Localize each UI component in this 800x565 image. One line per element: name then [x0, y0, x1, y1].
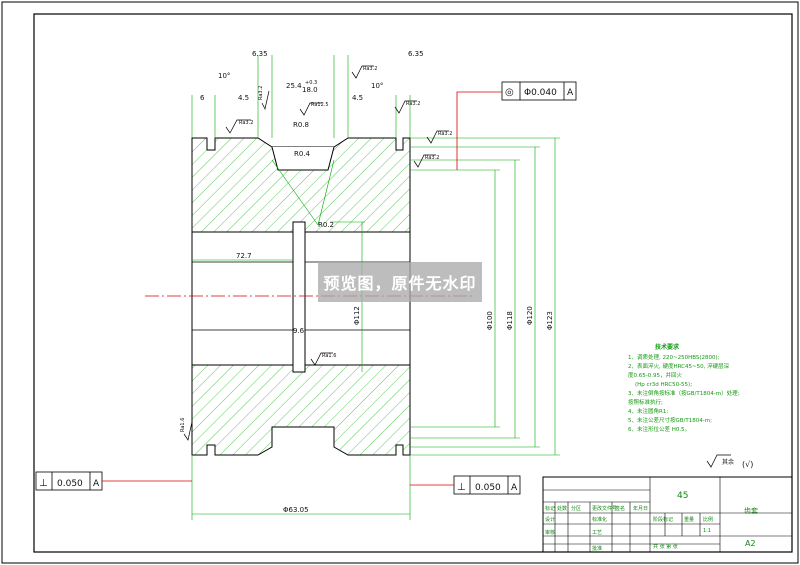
title-block [542, 476, 793, 553]
concentricity-frame: ◎ Φ0.040 A [501, 81, 577, 101]
central-web [292, 221, 306, 373]
tb-row2: 阶段标记 [653, 516, 673, 523]
tech-note-line: (Hp cr3d HRC50-55); [635, 382, 692, 388]
roughness-2: Ra3.2 [258, 86, 264, 100]
roughness-5: Ra3.2 [406, 101, 420, 107]
tb-material: 45 [677, 491, 688, 501]
perp-frame-left: ⊥ 0.050 A [35, 471, 103, 491]
tb-row2: 重量 [684, 516, 694, 523]
dim-slot-width-left: 6.35 [252, 50, 268, 58]
tb-header: 处数 [557, 505, 567, 512]
tb-size: A2 [745, 539, 756, 548]
dim-angle-right: 10° [371, 82, 383, 90]
tech-note-line: 4、未注圆角R1; [628, 407, 668, 415]
tech-note-line: 3、未注倒角按标准（按GB/T1804-m）处理; [628, 389, 740, 397]
tb-sheet: 共 张 第 张 [653, 543, 678, 550]
dim-dia-100: Φ100 [486, 311, 494, 330]
tech-note-line: 5、未注公差尺寸按GB/T1804-m; [628, 416, 712, 424]
diameter-dims [191, 137, 560, 520]
dim-4-5-right: 4.5 [352, 94, 363, 102]
tech-note-line: 度0.65-0.95，并回火 [628, 371, 682, 379]
perp-right-value: 0.050 [475, 483, 501, 493]
dim-overall-width: Φ63.05 [283, 506, 309, 514]
roughness-1: Ra3.2 [239, 120, 253, 126]
concentricity-symbol: ◎ [505, 87, 514, 98]
tech-notes-title: 技术要求 [655, 343, 680, 351]
tb-header: 分区 [571, 505, 581, 512]
tech-notes: 技术要求 1、调质处理, 220~250HBS(2800); 2、表面淬火, 硬… [628, 343, 740, 433]
tech-note-line: 2、表面淬火, 硬度HRC45~50, 淬硬层深 [628, 362, 730, 370]
surface-symbol-other: 其余 [722, 458, 734, 466]
perp-left-datum: A [93, 479, 100, 489]
tb-row3: 审核 [545, 529, 555, 536]
dim-9-6: 9.6 [293, 327, 305, 335]
bottom-section [191, 364, 411, 456]
preview-watermark: 预览图，原件无水印 [318, 262, 482, 302]
tb-scale: 1:1 [703, 528, 711, 534]
tb-header: 标记 [545, 505, 555, 512]
tb-row3: 批准 [592, 545, 602, 552]
tb-row2: 比例 [703, 516, 713, 523]
dim-groove-depth: 18.0 [302, 86, 318, 94]
perp-frame-right: ⊥ 0.050 A [453, 475, 521, 495]
dim-dia-118: Φ118 [506, 311, 514, 330]
perp-right-symbol: ⊥ [457, 482, 466, 493]
concentricity-datum: A [567, 88, 574, 98]
tech-note-line: 1、调质处理, 220~250HBS(2800); [628, 353, 720, 361]
roughness-6: Ra3.2 [438, 131, 452, 137]
roughness-8: Ra1.6 [322, 353, 336, 359]
roughness-3: Ra12.5 [311, 102, 329, 108]
inner-border [33, 13, 793, 553]
dim-radius-bottom: R0.2 [318, 221, 334, 229]
surface-symbol-paren: (√) [742, 460, 753, 469]
tb-header: 签名 [615, 505, 625, 512]
dim-6: 6 [200, 94, 205, 102]
tech-note-line: 6、未注形位公差 H0.5。 [628, 425, 690, 433]
tech-note-line: 按照标准执行; [628, 398, 663, 406]
dim-groove-width-tol: +0.3 [305, 80, 317, 86]
roughness-9: Ra1.6 [180, 418, 186, 432]
groove-profile-top [271, 146, 335, 171]
perp-left-value: 0.050 [57, 479, 83, 489]
concentricity-value: Φ0.040 [524, 88, 557, 98]
dim-slot-width-right: 6.35 [408, 50, 424, 58]
dim-angle-left: 10° [218, 72, 230, 80]
dim-radius-mid: R0.4 [294, 150, 311, 158]
tb-name: 齿套 [744, 506, 758, 515]
tb-row2: 设计 [545, 516, 555, 523]
roughness-7: Ra3.2 [425, 155, 439, 161]
dim-dia-112: Φ112 [353, 306, 361, 325]
tb-header: 年月日 [633, 505, 648, 512]
roughness-marks [183, 65, 731, 468]
dim-4-5-left: 4.5 [238, 94, 249, 102]
dim-radius-top: R0.8 [293, 121, 309, 129]
dim-bore-left: 72.7 [236, 252, 252, 260]
roughness-4: Ra3.2 [363, 66, 377, 72]
tb-row3: 工艺 [592, 530, 602, 536]
dim-groove-width: 25.4 [286, 82, 302, 90]
dim-dia-120: Φ120 [526, 306, 534, 325]
perp-left-symbol: ⊥ [39, 478, 48, 489]
tb-header: 更改文件号 [592, 505, 617, 512]
perp-right-datum: A [511, 483, 518, 493]
tb-row2: 标准化 [592, 516, 607, 523]
dim-dia-123: Φ123 [546, 311, 554, 330]
